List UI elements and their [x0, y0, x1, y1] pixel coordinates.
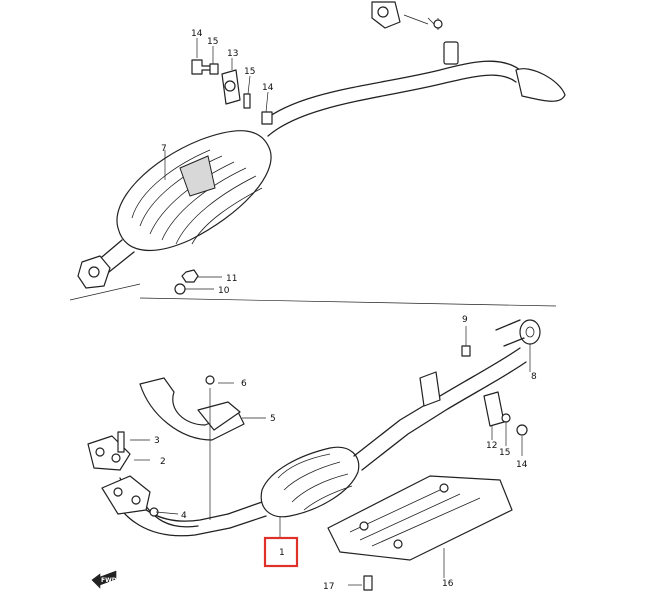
washer-15-lower — [501, 413, 511, 423]
front-flange — [101, 475, 151, 515]
label-14-lower: 14 — [516, 460, 528, 470]
tail-pipe-end — [515, 68, 566, 102]
bolt-14-lower — [516, 424, 528, 436]
label-3: 3 — [154, 436, 160, 446]
tail-pipe — [261, 60, 521, 123]
label-14-upper-right: 14 — [262, 83, 274, 93]
catalytic-converter — [260, 446, 360, 518]
label-11: 11 — [226, 274, 237, 284]
label-17: 17 — [323, 582, 334, 592]
nut-11 — [181, 269, 199, 283]
washer-15-upper-right — [243, 93, 251, 109]
fwd-label: FWD — [101, 577, 117, 584]
fwd-arrow-icon — [91, 570, 117, 589]
label-15-upper: 15 — [207, 37, 218, 47]
section-divider — [69, 283, 557, 307]
label-10: 10 — [218, 286, 230, 296]
nut-10 — [174, 283, 186, 295]
upper-hanger — [443, 41, 459, 65]
label-13: 13 — [227, 49, 238, 59]
pipe-hanger-bracket — [419, 371, 441, 407]
stud-3 — [117, 431, 125, 453]
muffler — [116, 130, 272, 252]
rubber-hanger-12 — [483, 391, 505, 427]
heat-shield-16 — [327, 475, 513, 561]
bolt-6 — [205, 375, 215, 385]
part-number-labels: 1 2 3 4 5 6 7 8 9 10 11 12 13 14 14 14 1… — [154, 29, 537, 592]
label-7: 7 — [161, 144, 167, 154]
lower-assembly — [87, 319, 541, 591]
label-14-upper: 14 — [191, 29, 203, 39]
label-15-upper-right: 15 — [244, 67, 255, 77]
label-4: 4 — [181, 511, 187, 521]
label-5: 5 — [270, 414, 276, 424]
highlight-box-part-1 — [263, 536, 299, 568]
label-15-lower: 15 — [499, 448, 510, 458]
upper-assembly — [77, 1, 566, 295]
label-1: 1 — [279, 548, 285, 558]
label-12: 12 — [486, 441, 497, 451]
muffler-heat-shield — [179, 155, 216, 197]
label-6: 6 — [241, 379, 247, 389]
bolt-14-upper-right — [261, 111, 273, 125]
label-8: 8 — [531, 372, 537, 382]
label-16: 16 — [442, 579, 454, 589]
bolt-17 — [363, 575, 373, 591]
washer-15-upper — [209, 63, 219, 75]
bolt-9 — [461, 345, 471, 357]
forward-direction-indicator: FWD — [91, 570, 117, 589]
rear-flange-8 — [519, 319, 541, 345]
label-2: 2 — [160, 457, 166, 467]
bracket-5 — [197, 401, 241, 431]
label-9: 9 — [462, 315, 468, 325]
